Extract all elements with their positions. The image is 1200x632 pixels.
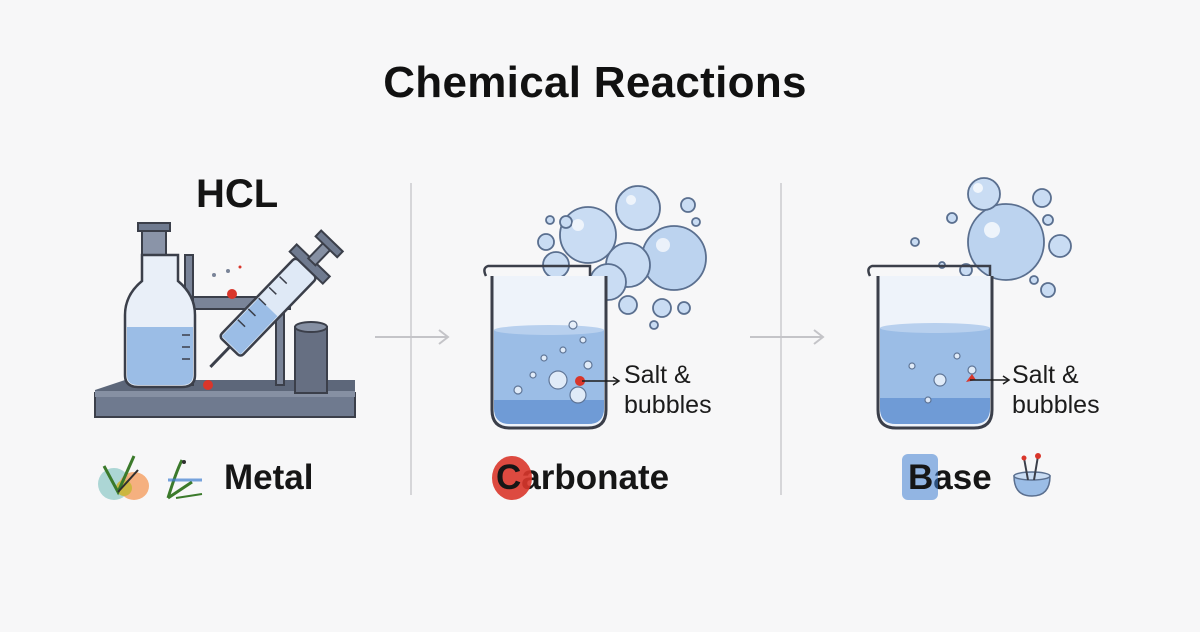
panel-divider: [780, 183, 782, 495]
base-beaker-illustration: [867, 177, 1072, 430]
carbonate-badge-icon: [492, 456, 532, 500]
metal-pieces-icon: [98, 455, 203, 500]
flow-arrow-icon: [750, 329, 825, 345]
panel-divider: [410, 183, 412, 495]
acid-apparatus-illustration: [94, 222, 356, 418]
annotation-line: Salt &: [624, 361, 691, 389]
reaction-dot-icon: [203, 380, 213, 390]
reaction-dot-icon: [575, 376, 585, 386]
carbonate-annotation: Salt & bubbles: [624, 360, 712, 420]
base-badge-icon: [902, 454, 938, 500]
diagram-title: Chemical Reactions: [383, 58, 807, 107]
hcl-label: HCL: [196, 172, 279, 216]
annotation-line: Salt &: [1012, 361, 1079, 389]
metal-label: Metal: [224, 458, 314, 497]
base-label: B ase: [902, 454, 992, 500]
carbonate-label: C arbonate: [492, 456, 669, 500]
acid-bottle-icon: [123, 222, 197, 389]
beaker-icon: [867, 264, 994, 430]
annotation-line: bubbles: [1012, 391, 1100, 419]
metal-cylinder: [294, 321, 328, 394]
base-dish-icon: [1013, 453, 1051, 497]
reaction-dot-icon: [227, 289, 237, 299]
syringe-icon: [209, 229, 345, 368]
carbonate-beaker-illustration: [483, 185, 707, 430]
base-annotation: Salt & bubbles: [1012, 360, 1100, 420]
annotation-line: bubbles: [624, 391, 712, 419]
bubbles-icon: [910, 177, 1072, 300]
beaker-icon: [483, 264, 608, 430]
flow-arrow-icon: [375, 329, 450, 345]
